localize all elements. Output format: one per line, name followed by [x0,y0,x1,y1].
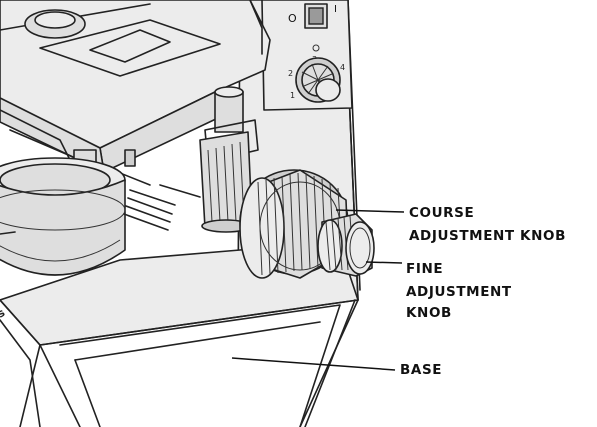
label-base: BASE [400,362,442,378]
base-leader [231,357,396,371]
label-fine-line2: ADJUSTMENT [406,284,512,300]
dial-scale-1: 1 [290,91,295,100]
switch-on-symbol: I [334,4,338,15]
label-fine-line1: FINE [406,261,443,277]
label-fine-line3: KNOB [406,305,452,321]
label-course-line2: ADJUSTMENT KNOB [409,228,566,244]
control-panel: O I 3 2 1 4 [261,0,353,111]
dial-scale-2: 2 [288,69,293,78]
brightness-dial: 3 2 1 4 [288,44,345,103]
label-course-line1: COURSE [409,205,474,221]
svg-text:s: s [0,306,8,321]
power-switch-rocker [308,7,324,25]
course-knob-leader [335,209,405,213]
fine-knob-leader [365,261,403,264]
light-source-lens [0,157,126,276]
fine-adjustment-knob [317,213,375,277]
focus-stem [199,86,259,233]
dial-scale-4: 4 [340,63,345,72]
bulb-icon [312,44,320,52]
vent-grille [123,184,201,231]
switch-off-symbol: O [288,12,297,25]
